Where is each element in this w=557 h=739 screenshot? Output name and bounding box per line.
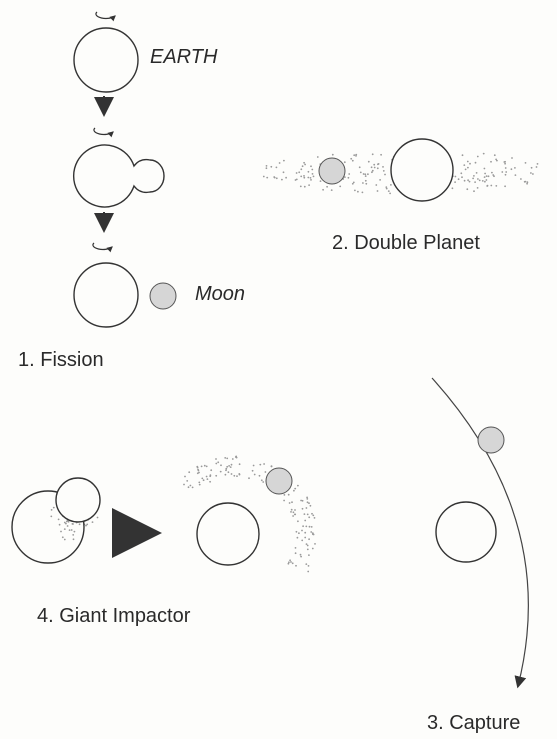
earth-circle [197,503,259,565]
moon-label: Moon [195,283,245,306]
moon-circle [478,427,504,453]
earth-circle [436,502,496,562]
earth-circle [391,139,453,201]
capture-scene [432,378,528,686]
double-planet-scene [263,139,538,201]
rotation-arrow-icon [93,243,112,249]
moon-circle [150,283,176,309]
earth-circle [74,28,138,92]
debris-arc [183,456,316,573]
impactor-circle [56,478,100,522]
moon-circle [319,158,345,184]
earth-label: EARTH [150,46,217,69]
earth-circle [74,263,138,327]
earth-bulging-shape [74,145,164,207]
fission-caption: 1. Fission [18,349,104,372]
moon-circle [266,468,292,494]
giant-impactor-caption: 4. Giant Impactor [37,605,190,628]
giant-impactor-scene [12,456,316,573]
rotation-arrow-icon [96,12,115,18]
capture-trajectory [432,378,528,686]
rotation-arrow-icon [94,128,113,134]
capture-caption: 3. Capture [427,712,520,735]
double-planet-caption: 2. Double Planet [332,232,480,255]
